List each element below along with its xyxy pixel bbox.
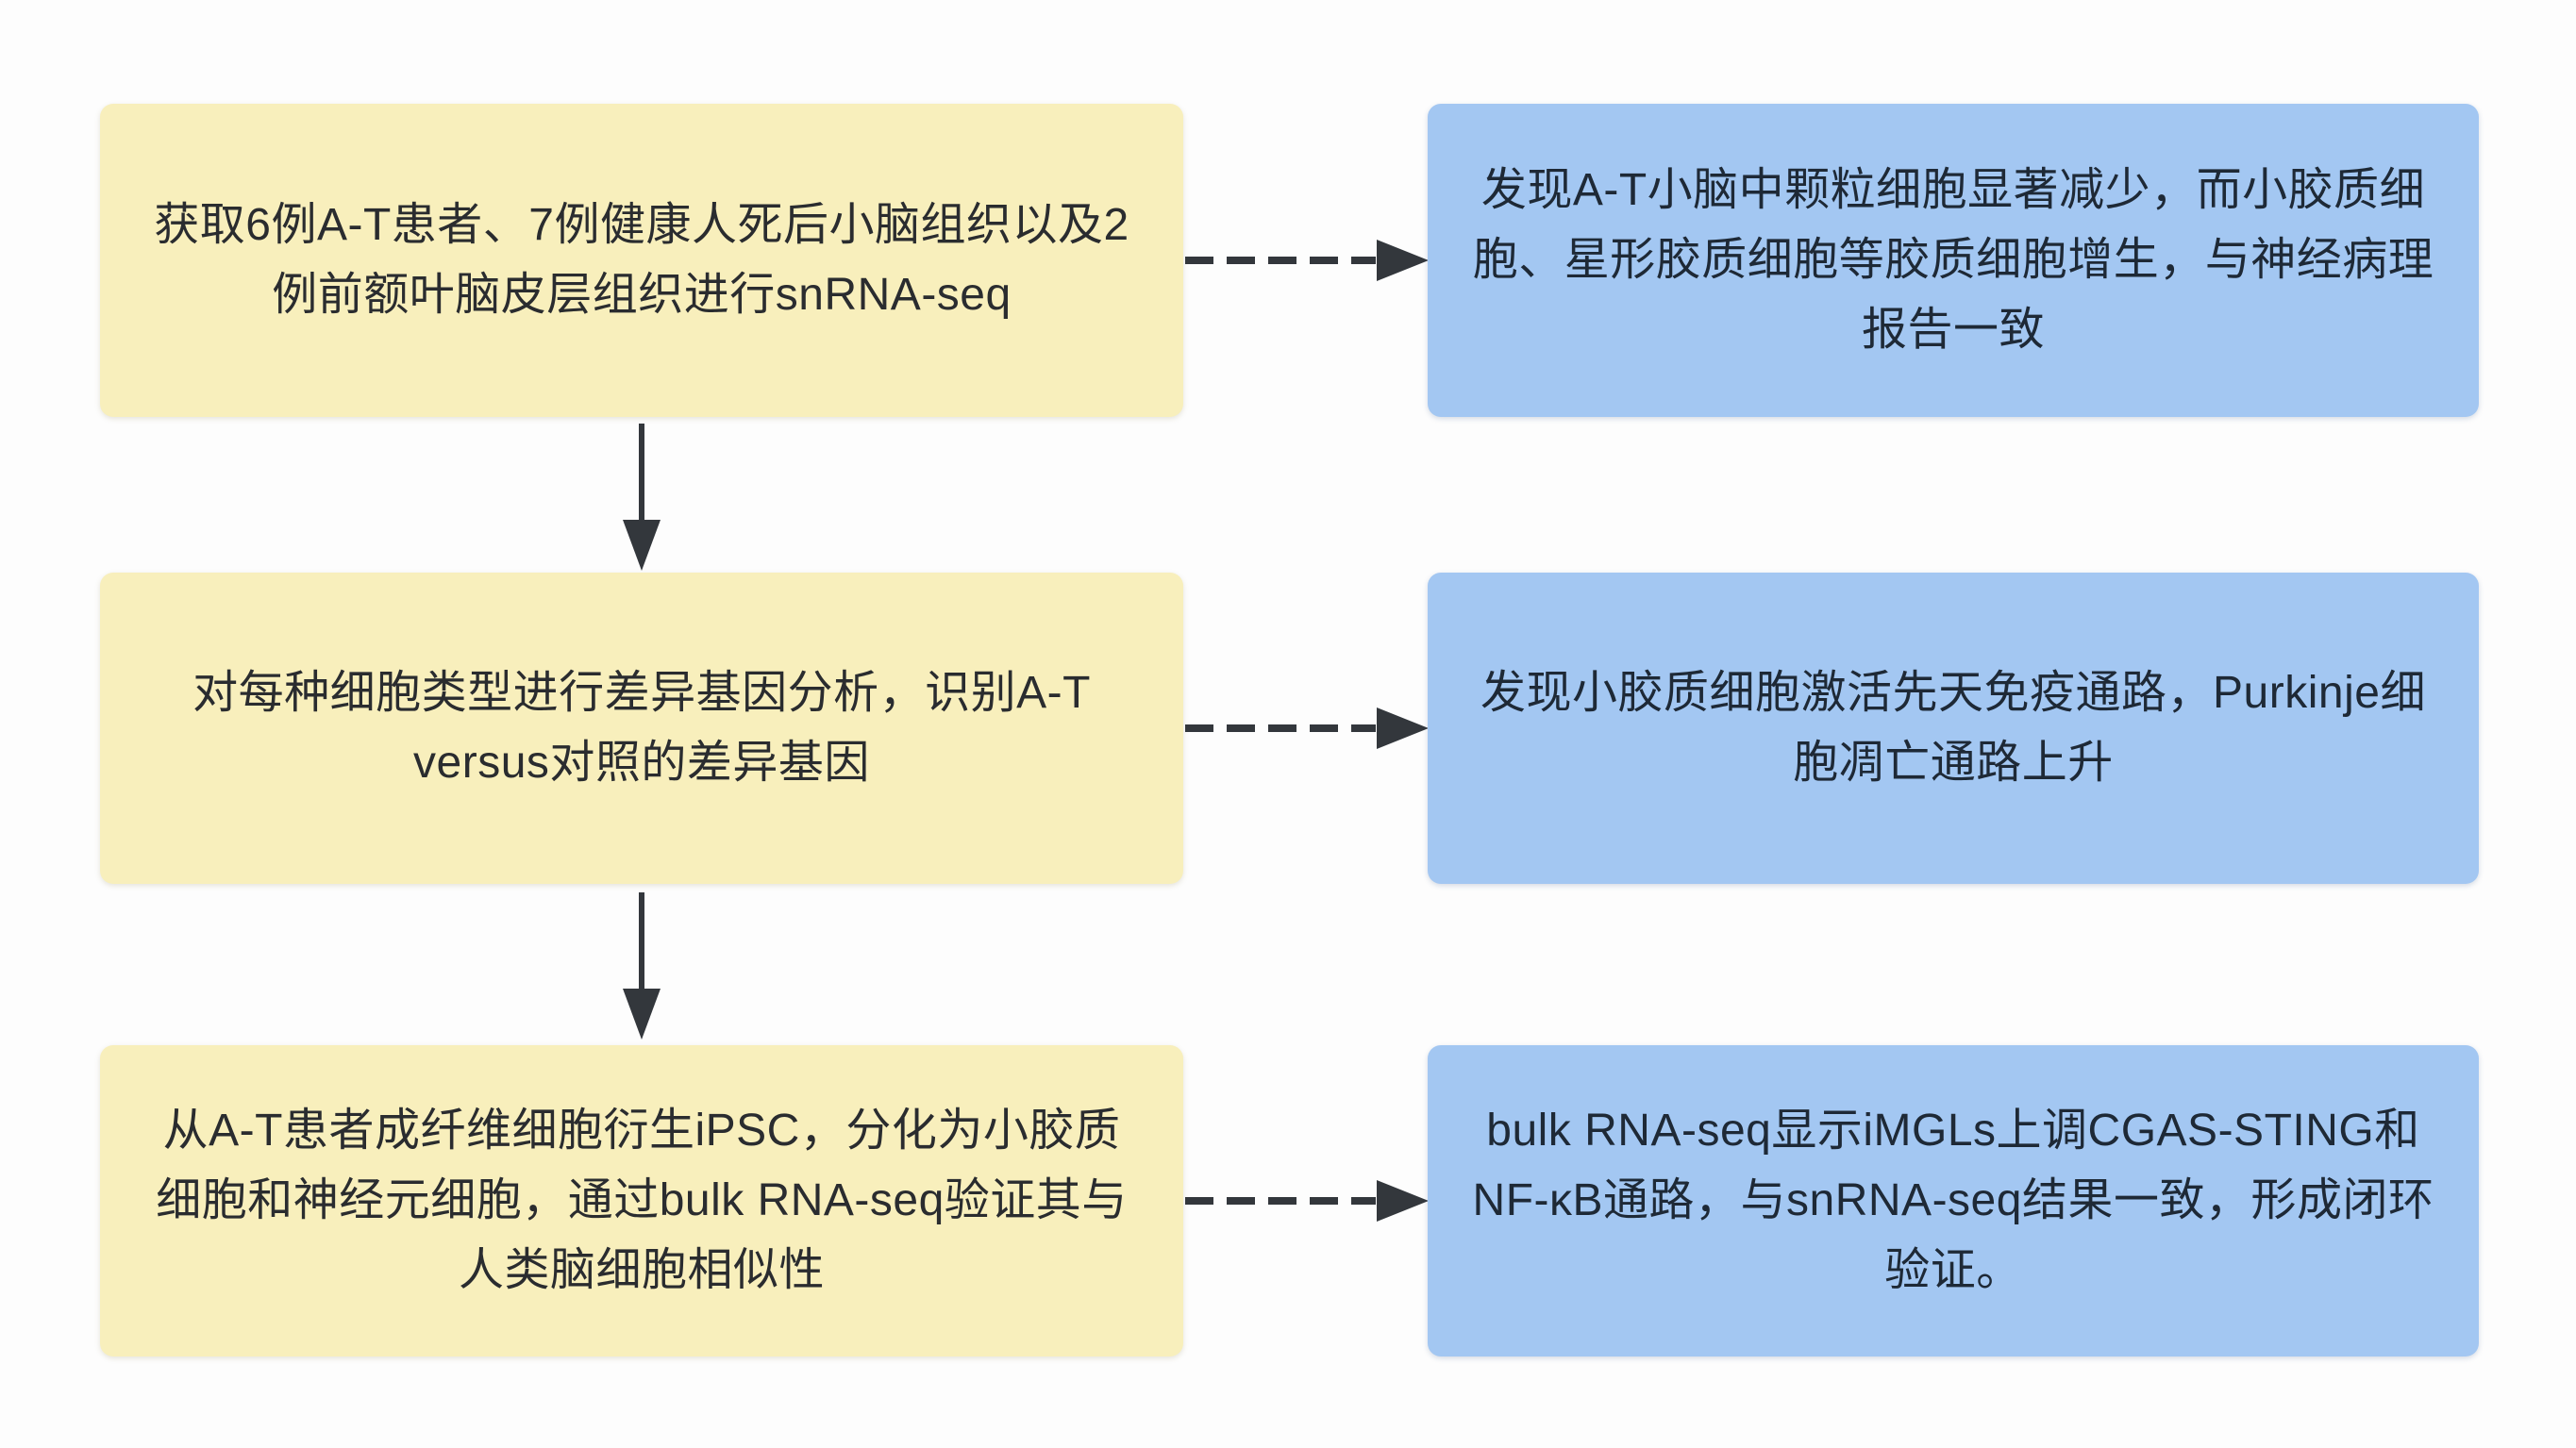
result-text-1: 发现A-T小脑中颗粒细胞显著减少，而小胶质细胞、星形胶质细胞等胶质细胞增生，与神… [1472,165,2434,355]
step-text-1: 获取6例A-T患者、7例健康人死后小脑组织以及2例前额叶脑皮层组织进行snRNA… [154,200,1129,320]
dashed-right-arrow-icon [1185,240,1429,281]
solid-down-arrow-icon [623,892,661,1040]
dashed-right-arrow-icon [1185,707,1429,749]
step-box-2: 对每种细胞类型进行差异基因分析，识别A-T versus对照的差异基因 [100,573,1183,884]
result-box-1: 发现A-T小脑中颗粒细胞显著减少，而小胶质细胞、星形胶质细胞等胶质细胞增生，与神… [1428,104,2479,417]
step-text-2: 对每种细胞类型进行差异基因分析，识别A-T versus对照的差异基因 [192,668,1091,788]
result-box-3: bulk RNA-seq显示iMGLs上调CGAS-STING和NF-κB通路，… [1428,1045,2479,1356]
step-box-1: 获取6例A-T患者、7例健康人死后小脑组织以及2例前额叶脑皮层组织进行snRNA… [100,104,1183,417]
result-text-3: bulk RNA-seq显示iMGLs上调CGAS-STING和NF-κB通路，… [1472,1106,2434,1295]
result-box-2: 发现小胶质细胞激活先天免疫通路，Purkinje细胞凋亡通路上升 [1428,573,2479,884]
step-box-3: 从A-T患者成纤维细胞衍生iPSC，分化为小胶质细胞和神经元细胞，通过bulk … [100,1045,1183,1356]
result-text-2: 发现小胶质细胞激活先天免疫通路，Purkinje细胞凋亡通路上升 [1480,668,2426,788]
dashed-right-arrow-icon [1185,1180,1429,1222]
solid-down-arrow-icon [623,424,661,571]
step-text-3: 从A-T患者成纤维细胞衍生iPSC，分化为小胶质细胞和神经元细胞，通过bulk … [156,1106,1128,1295]
